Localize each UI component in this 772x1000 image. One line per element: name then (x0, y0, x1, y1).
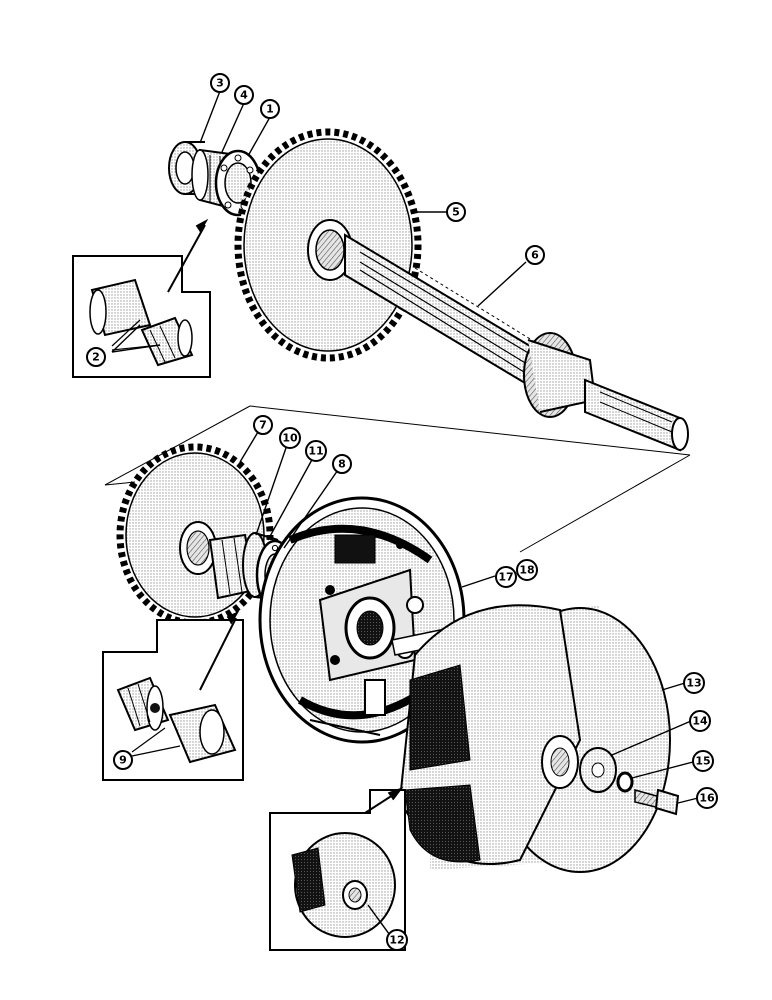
callout-11-label: 11 (308, 445, 323, 458)
callouts: 1 2 3 4 5 6 7 10 (86, 73, 718, 951)
callout-16: 16 (696, 787, 718, 809)
callout-18-label: 18 (519, 564, 534, 577)
upper-shaft-assembly (72, 128, 689, 452)
large-gear-upper (234, 128, 422, 362)
main-shaft (344, 233, 689, 452)
large-gear-lower (116, 443, 274, 627)
callout-3: 3 (210, 73, 230, 93)
callout-6: 6 (525, 245, 545, 265)
callout-8: 8 (332, 454, 352, 474)
leader-lines (111, 90, 699, 939)
callout-5: 5 (446, 202, 466, 222)
washer-14 (579, 747, 617, 793)
callout-6-label: 6 (531, 249, 539, 262)
callout-9-label: 9 (119, 754, 127, 767)
callout-16-label: 16 (699, 792, 715, 805)
callout-8-label: 8 (338, 458, 346, 471)
callout-11: 11 (305, 440, 327, 462)
callout-2-label: 2 (92, 351, 100, 364)
callout-7: 7 (253, 415, 273, 435)
callout-9: 9 (113, 750, 133, 770)
inset-box-bearing-2 (72, 218, 211, 378)
brake-drum-assembly (269, 604, 680, 951)
callout-5-label: 5 (452, 206, 460, 219)
callout-1: 1 (260, 99, 280, 119)
callout-2: 2 (86, 347, 106, 367)
bolt-16 (634, 788, 680, 816)
callout-13-label: 13 (686, 677, 701, 690)
inset-box-drum-12 (269, 786, 406, 951)
callout-14: 14 (689, 710, 711, 732)
callout-10-label: 10 (282, 432, 298, 445)
callout-18: 18 (516, 559, 538, 581)
brake-drum (398, 604, 671, 873)
callout-1-label: 1 (266, 103, 274, 116)
callout-4: 4 (234, 85, 254, 105)
alignment-lines (104, 405, 691, 553)
callout-10: 10 (279, 427, 301, 449)
callout-7-label: 7 (259, 419, 267, 432)
callout-15: 15 (692, 750, 714, 772)
callout-3-label: 3 (216, 77, 224, 90)
callout-12-label: 12 (389, 934, 404, 947)
callout-13: 13 (683, 672, 705, 694)
callout-12: 12 (386, 929, 408, 951)
callout-15-label: 15 (695, 755, 710, 768)
lock-washer-15 (616, 771, 634, 793)
callout-14-label: 14 (692, 715, 708, 728)
callout-17-label: 17 (498, 571, 513, 584)
callout-4-label: 4 (240, 89, 248, 102)
callout-17: 17 (495, 566, 517, 588)
inset-box-bearing-9 (102, 610, 244, 781)
